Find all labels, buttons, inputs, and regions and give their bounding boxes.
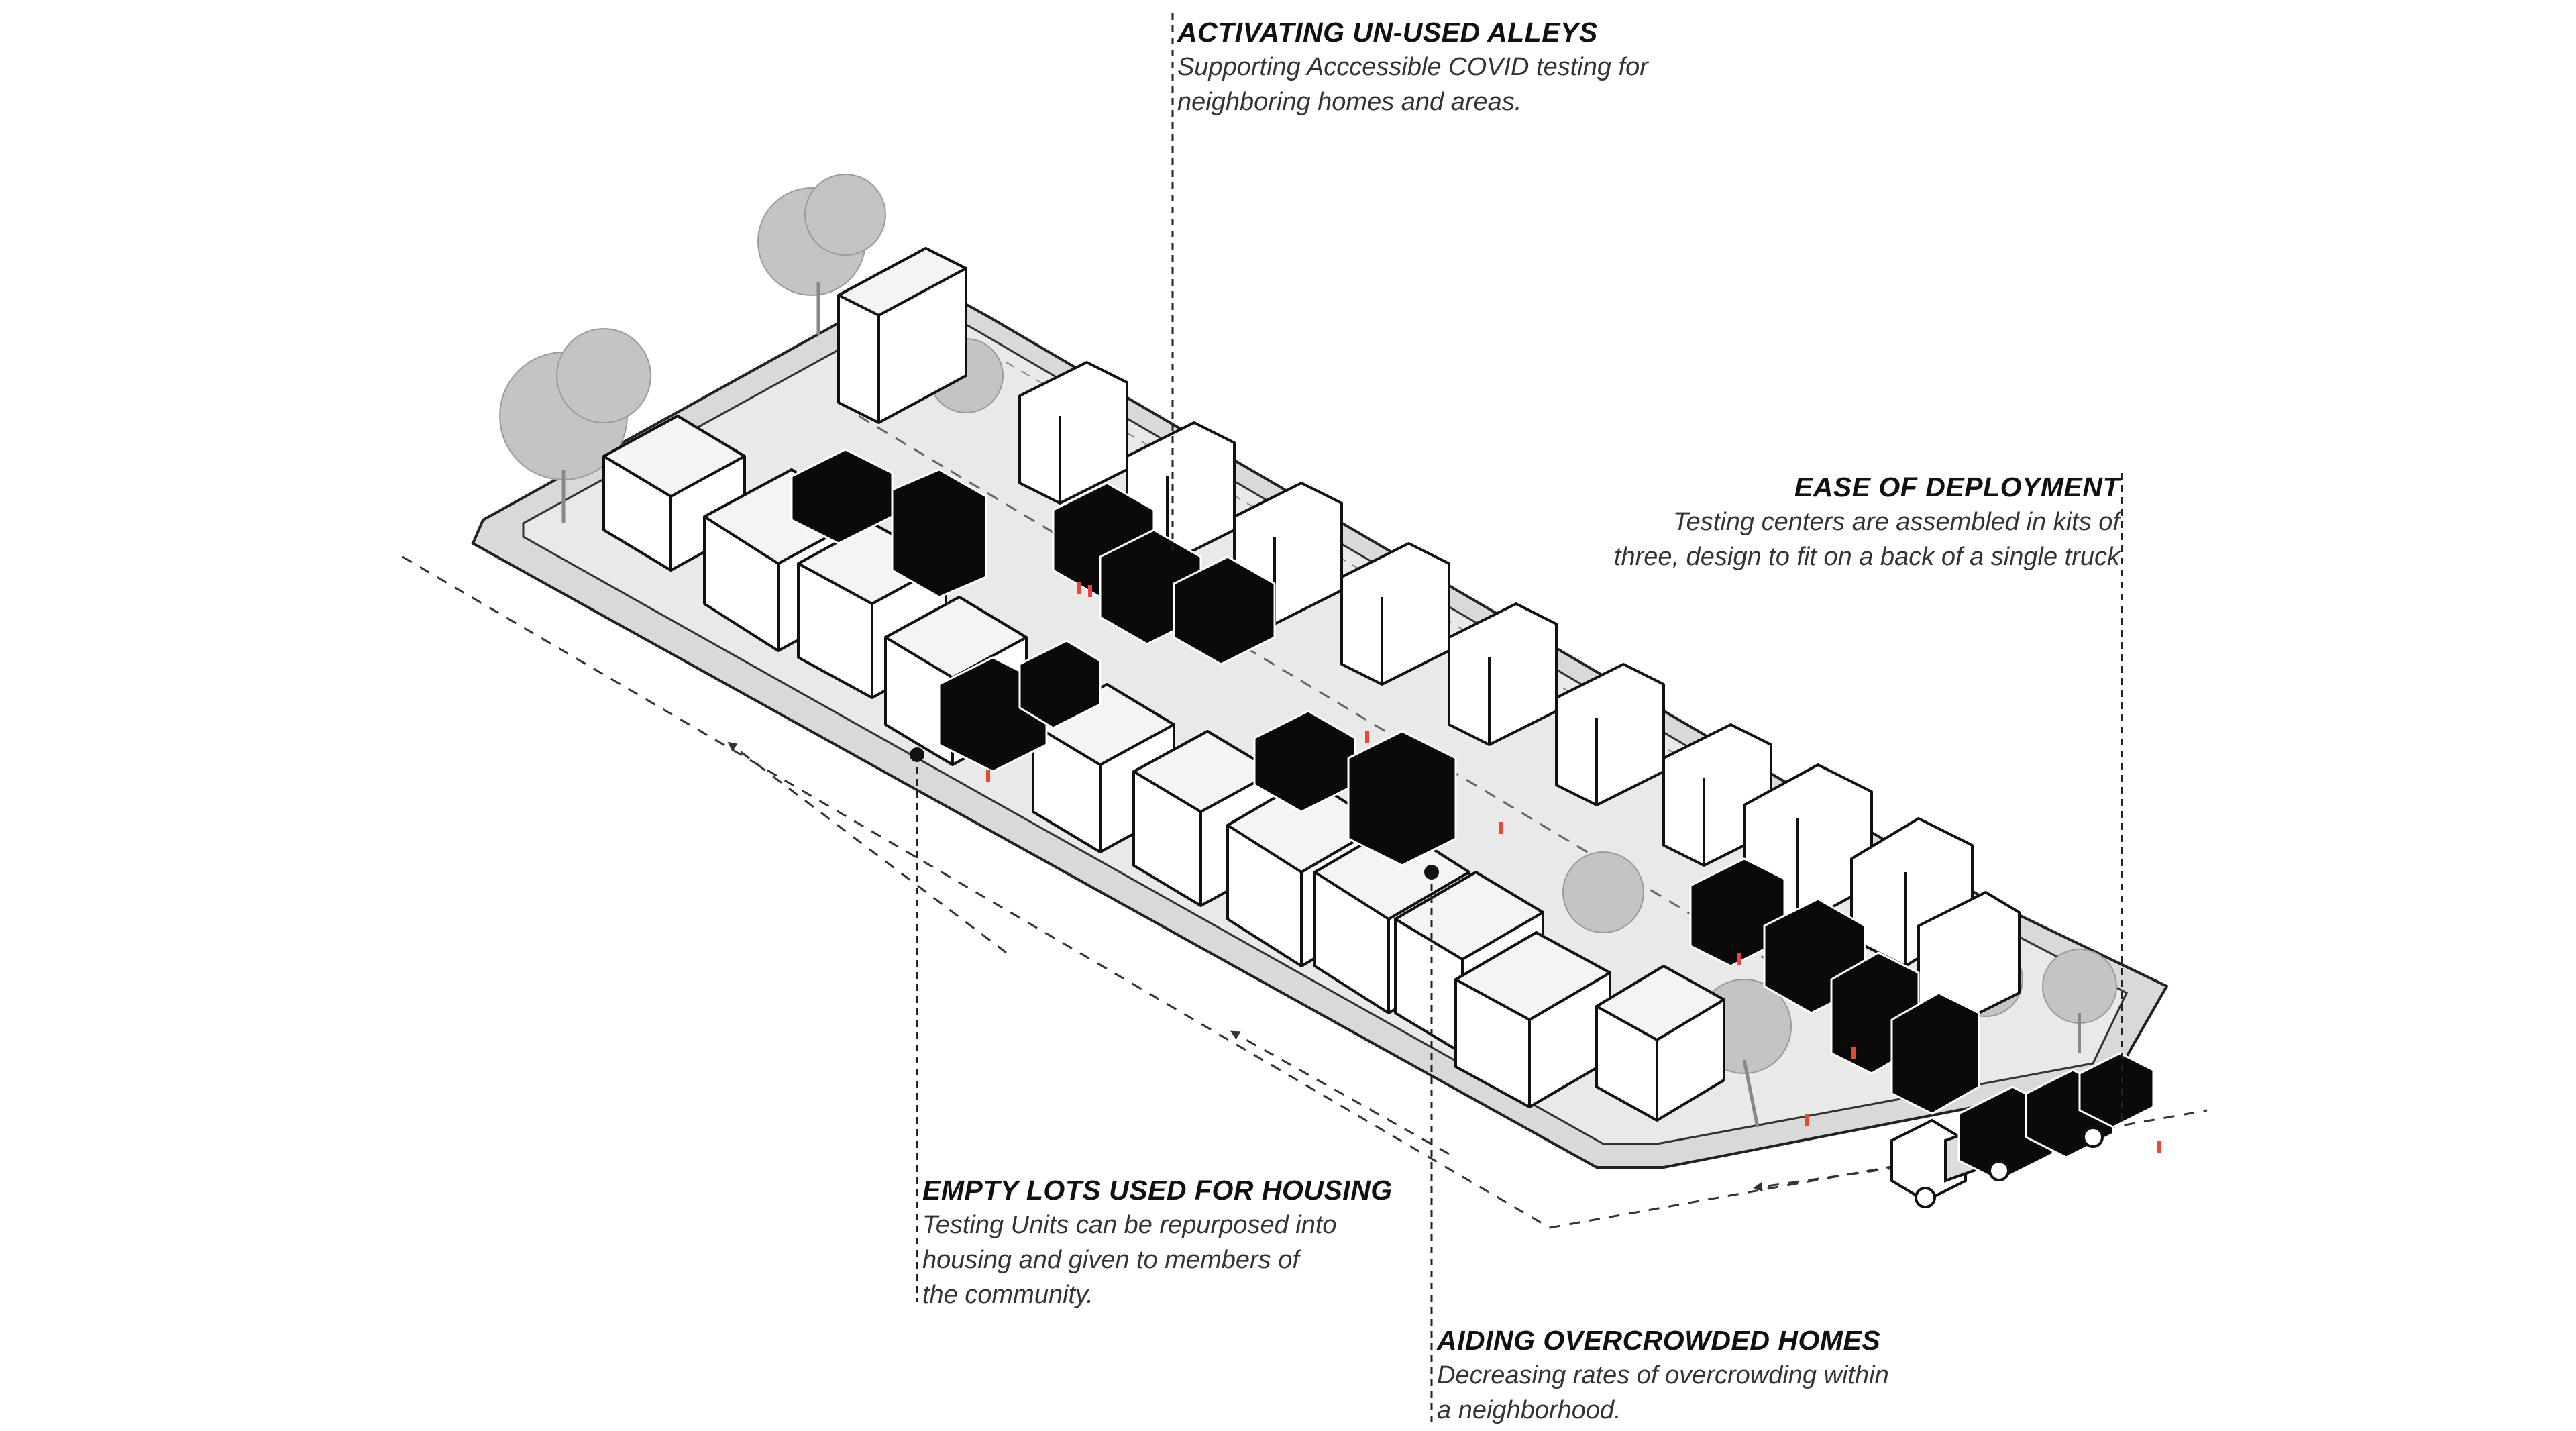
person-icon bbox=[986, 770, 990, 782]
person-icon bbox=[1088, 585, 1092, 597]
tree-icon bbox=[499, 328, 651, 523]
house bbox=[1454, 931, 1611, 1108]
testing-unit-cluster bbox=[1689, 857, 1980, 1115]
callout-line: housing and given to members of bbox=[922, 1246, 1299, 1274]
house bbox=[1018, 361, 1128, 505]
callout-empty-lots: EMPTY LOTS USED FOR HOUSING Testing Unit… bbox=[922, 1173, 1393, 1312]
house bbox=[837, 247, 967, 424]
delivery-truck bbox=[1890, 1052, 2155, 1208]
callout-line: the community. bbox=[922, 1281, 1093, 1309]
callout-overcrowded-title: AIDING OVERCROWDED HOMES bbox=[1437, 1325, 1881, 1356]
person-icon bbox=[2157, 1141, 2161, 1153]
callout-deployment-body: Testing centers are assembled in kits of… bbox=[1556, 505, 2120, 574]
street-edge-dashed bbox=[1549, 1109, 2208, 1229]
street-arrows bbox=[402, 555, 2208, 1229]
person-icon bbox=[1365, 731, 1369, 743]
street-edge-dashed bbox=[402, 555, 1550, 1229]
callout-line: three, design to fit on a back of a sing… bbox=[1613, 543, 2120, 571]
house bbox=[1340, 542, 1450, 686]
person-icon bbox=[1499, 822, 1503, 834]
callout-line: Decreasing rates of overcrowding within bbox=[1437, 1361, 1889, 1389]
callout-alleys: ACTIVATING UN-USED ALLEYS Supporting Acc… bbox=[1177, 15, 1648, 119]
tree-icon bbox=[2042, 949, 2117, 1053]
callout-line: neighboring homes and areas. bbox=[1177, 88, 1522, 116]
callout-line: a neighborhood. bbox=[1437, 1396, 1621, 1424]
callout-line: Testing Units can be repurposed into bbox=[922, 1211, 1337, 1239]
testing-unit-cluster bbox=[938, 639, 1102, 773]
testing-units bbox=[790, 448, 1980, 1115]
person-icon bbox=[1077, 582, 1081, 594]
house bbox=[1595, 965, 1725, 1122]
callout-overcrowded-body: Decreasing rates of overcrowding within … bbox=[1437, 1358, 1889, 1428]
truck-wheel bbox=[1915, 1187, 1936, 1208]
callout-line: Testing centers are assembled in kits of bbox=[1672, 508, 2120, 536]
street-direction-arrow bbox=[727, 741, 1007, 954]
houses-back-row bbox=[837, 247, 2021, 1028]
tree-icon bbox=[757, 174, 886, 335]
truck-wheel bbox=[2082, 1126, 2104, 1148]
alley-centerline bbox=[858, 415, 1778, 967]
callout-empty-lots-title: EMPTY LOTS USED FOR HOUSING bbox=[922, 1175, 1393, 1206]
callout-line: Supporting Acccessible COVID testing for bbox=[1177, 53, 1648, 81]
street-direction-arrow bbox=[1230, 1030, 1450, 1155]
testing-unit-cluster bbox=[790, 448, 987, 598]
person-icon bbox=[1737, 953, 1741, 965]
callout-leaders bbox=[916, 13, 2123, 1422]
testing-unit-cluster bbox=[1253, 710, 1457, 867]
callout-empty-lots-body: Testing Units can be repurposed into hou… bbox=[922, 1208, 1393, 1312]
callout-deployment-title: EASE OF DEPLOYMENT bbox=[1794, 472, 2120, 502]
leader-dot bbox=[1424, 865, 1439, 880]
person-icon bbox=[1851, 1047, 1856, 1059]
callout-alleys-body: Supporting Acccessible COVID testing for… bbox=[1177, 50, 1648, 119]
testing-unit-cluster bbox=[1052, 482, 1276, 666]
tree-icon bbox=[1562, 851, 1644, 933]
callout-alleys-title: ACTIVATING UN-USED ALLEYS bbox=[1177, 17, 1598, 48]
leader-dot bbox=[910, 747, 924, 762]
truck-testing-unit bbox=[2078, 1052, 2155, 1128]
street-direction-arrow bbox=[1753, 1166, 1899, 1191]
person-icon bbox=[1805, 1114, 1809, 1126]
callout-overcrowded: AIDING OVERCROWDED HOMES Decreasing rate… bbox=[1437, 1323, 1889, 1428]
truck-wheel bbox=[1988, 1160, 2010, 1181]
people-figures bbox=[986, 582, 2161, 1153]
callout-deployment: EASE OF DEPLOYMENT Testing centers are a… bbox=[1556, 470, 2120, 574]
